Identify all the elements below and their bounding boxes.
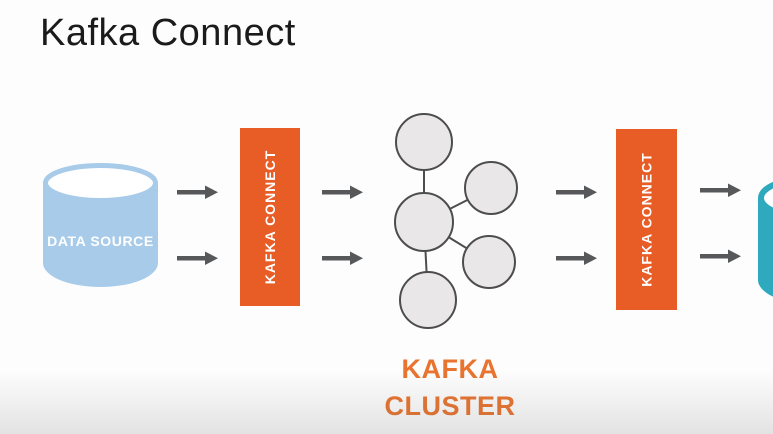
cluster-node xyxy=(395,113,453,171)
connect-box-rect xyxy=(616,129,677,310)
connect-box-rect xyxy=(240,128,300,306)
cluster-node xyxy=(462,235,516,289)
kafka-connect-right-box: KAFKA CONNECT xyxy=(616,129,677,310)
cylinder-top xyxy=(43,163,158,203)
cluster-node xyxy=(394,192,454,252)
data-source-cylinder: DATA SOURCE xyxy=(43,163,158,287)
kafka-cluster-label-line1: KAFKA xyxy=(401,354,499,384)
kafka-connect-right-label: KAFKA CONNECT xyxy=(639,152,655,287)
kafka-connect-left-label: KAFKA CONNECT xyxy=(262,150,278,285)
cluster-node xyxy=(399,271,457,329)
cluster-node xyxy=(464,161,518,215)
arrow-right-icon xyxy=(700,249,741,263)
arrow-pair-source-to-connect xyxy=(177,185,218,265)
cylinder-top xyxy=(758,181,773,215)
arrow-pair-cluster-to-connect xyxy=(556,185,597,265)
kafka-cluster-label-line2: CLUSTER xyxy=(384,391,516,421)
data-sink-cylinder xyxy=(758,181,773,297)
arrow-right-icon xyxy=(322,185,363,199)
arrow-right-icon xyxy=(177,251,218,265)
arrow-right-icon xyxy=(556,251,597,265)
arrow-pair-connect-to-sink xyxy=(700,183,741,263)
kafka-cluster-label: KAFKA CLUSTER xyxy=(330,351,570,425)
arrow-right-icon xyxy=(556,185,597,199)
arrow-right-icon xyxy=(322,251,363,265)
data-source-label: DATA SOURCE xyxy=(47,233,154,249)
arrow-pair-connect-to-cluster xyxy=(322,185,363,265)
cylinder-body xyxy=(758,198,773,280)
kafka-connect-left-box: KAFKA CONNECT xyxy=(240,128,300,306)
arrow-right-icon xyxy=(700,183,741,197)
arrow-right-icon xyxy=(177,185,218,199)
page-title: Kafka Connect xyxy=(40,12,296,54)
kafka-cluster-graph xyxy=(394,113,518,329)
